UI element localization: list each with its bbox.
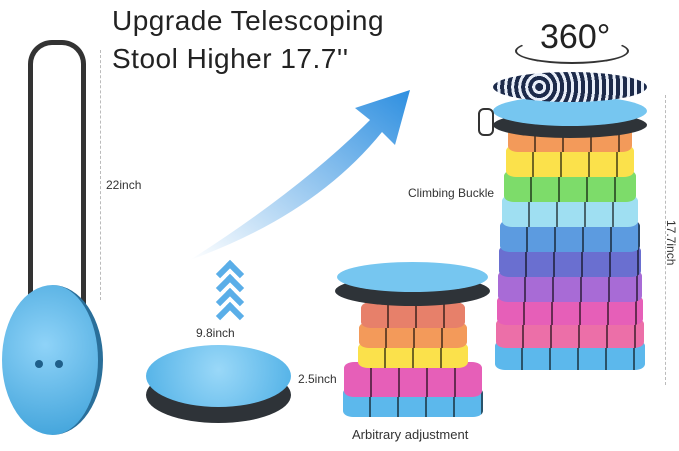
folded-height-label: 2.5inch xyxy=(298,372,337,386)
shoulder-strap xyxy=(28,40,86,325)
headline-line-2: Stool Higher 17.7'' xyxy=(112,43,349,74)
carry-bag xyxy=(0,35,110,445)
upgrade-arrow-icon xyxy=(190,90,410,260)
hole-icon xyxy=(35,360,43,368)
strap-length-label: 22inch xyxy=(106,178,142,192)
partially-extended-stool xyxy=(335,262,490,422)
buckle-label: Climbing Buckle xyxy=(408,186,495,200)
chevron-up-icon xyxy=(217,290,239,300)
chevron-up-icon xyxy=(217,262,239,272)
folded-stool xyxy=(146,345,291,425)
adjustment-label: Arbitrary adjustment xyxy=(352,427,469,442)
headline: Upgrade Telescoping Stool Higher 17.7'' xyxy=(112,2,384,78)
diameter-label: 9.8inch xyxy=(196,326,235,340)
hole-icon xyxy=(55,360,63,368)
chevron-up-icon xyxy=(217,304,239,314)
height-dimension-line xyxy=(665,95,666,385)
rotate-arrow-icon xyxy=(515,38,629,64)
seat-cushion xyxy=(493,72,647,102)
climbing-buckle-icon xyxy=(478,108,494,136)
extended-stool xyxy=(490,70,650,375)
folded-stool-disc xyxy=(2,285,103,435)
extended-height-label: 17.7inch xyxy=(664,220,678,266)
chevron-up-icon xyxy=(217,276,239,286)
headline-line-1: Upgrade Telescoping xyxy=(112,5,385,36)
strap-dimension-line xyxy=(100,50,101,300)
